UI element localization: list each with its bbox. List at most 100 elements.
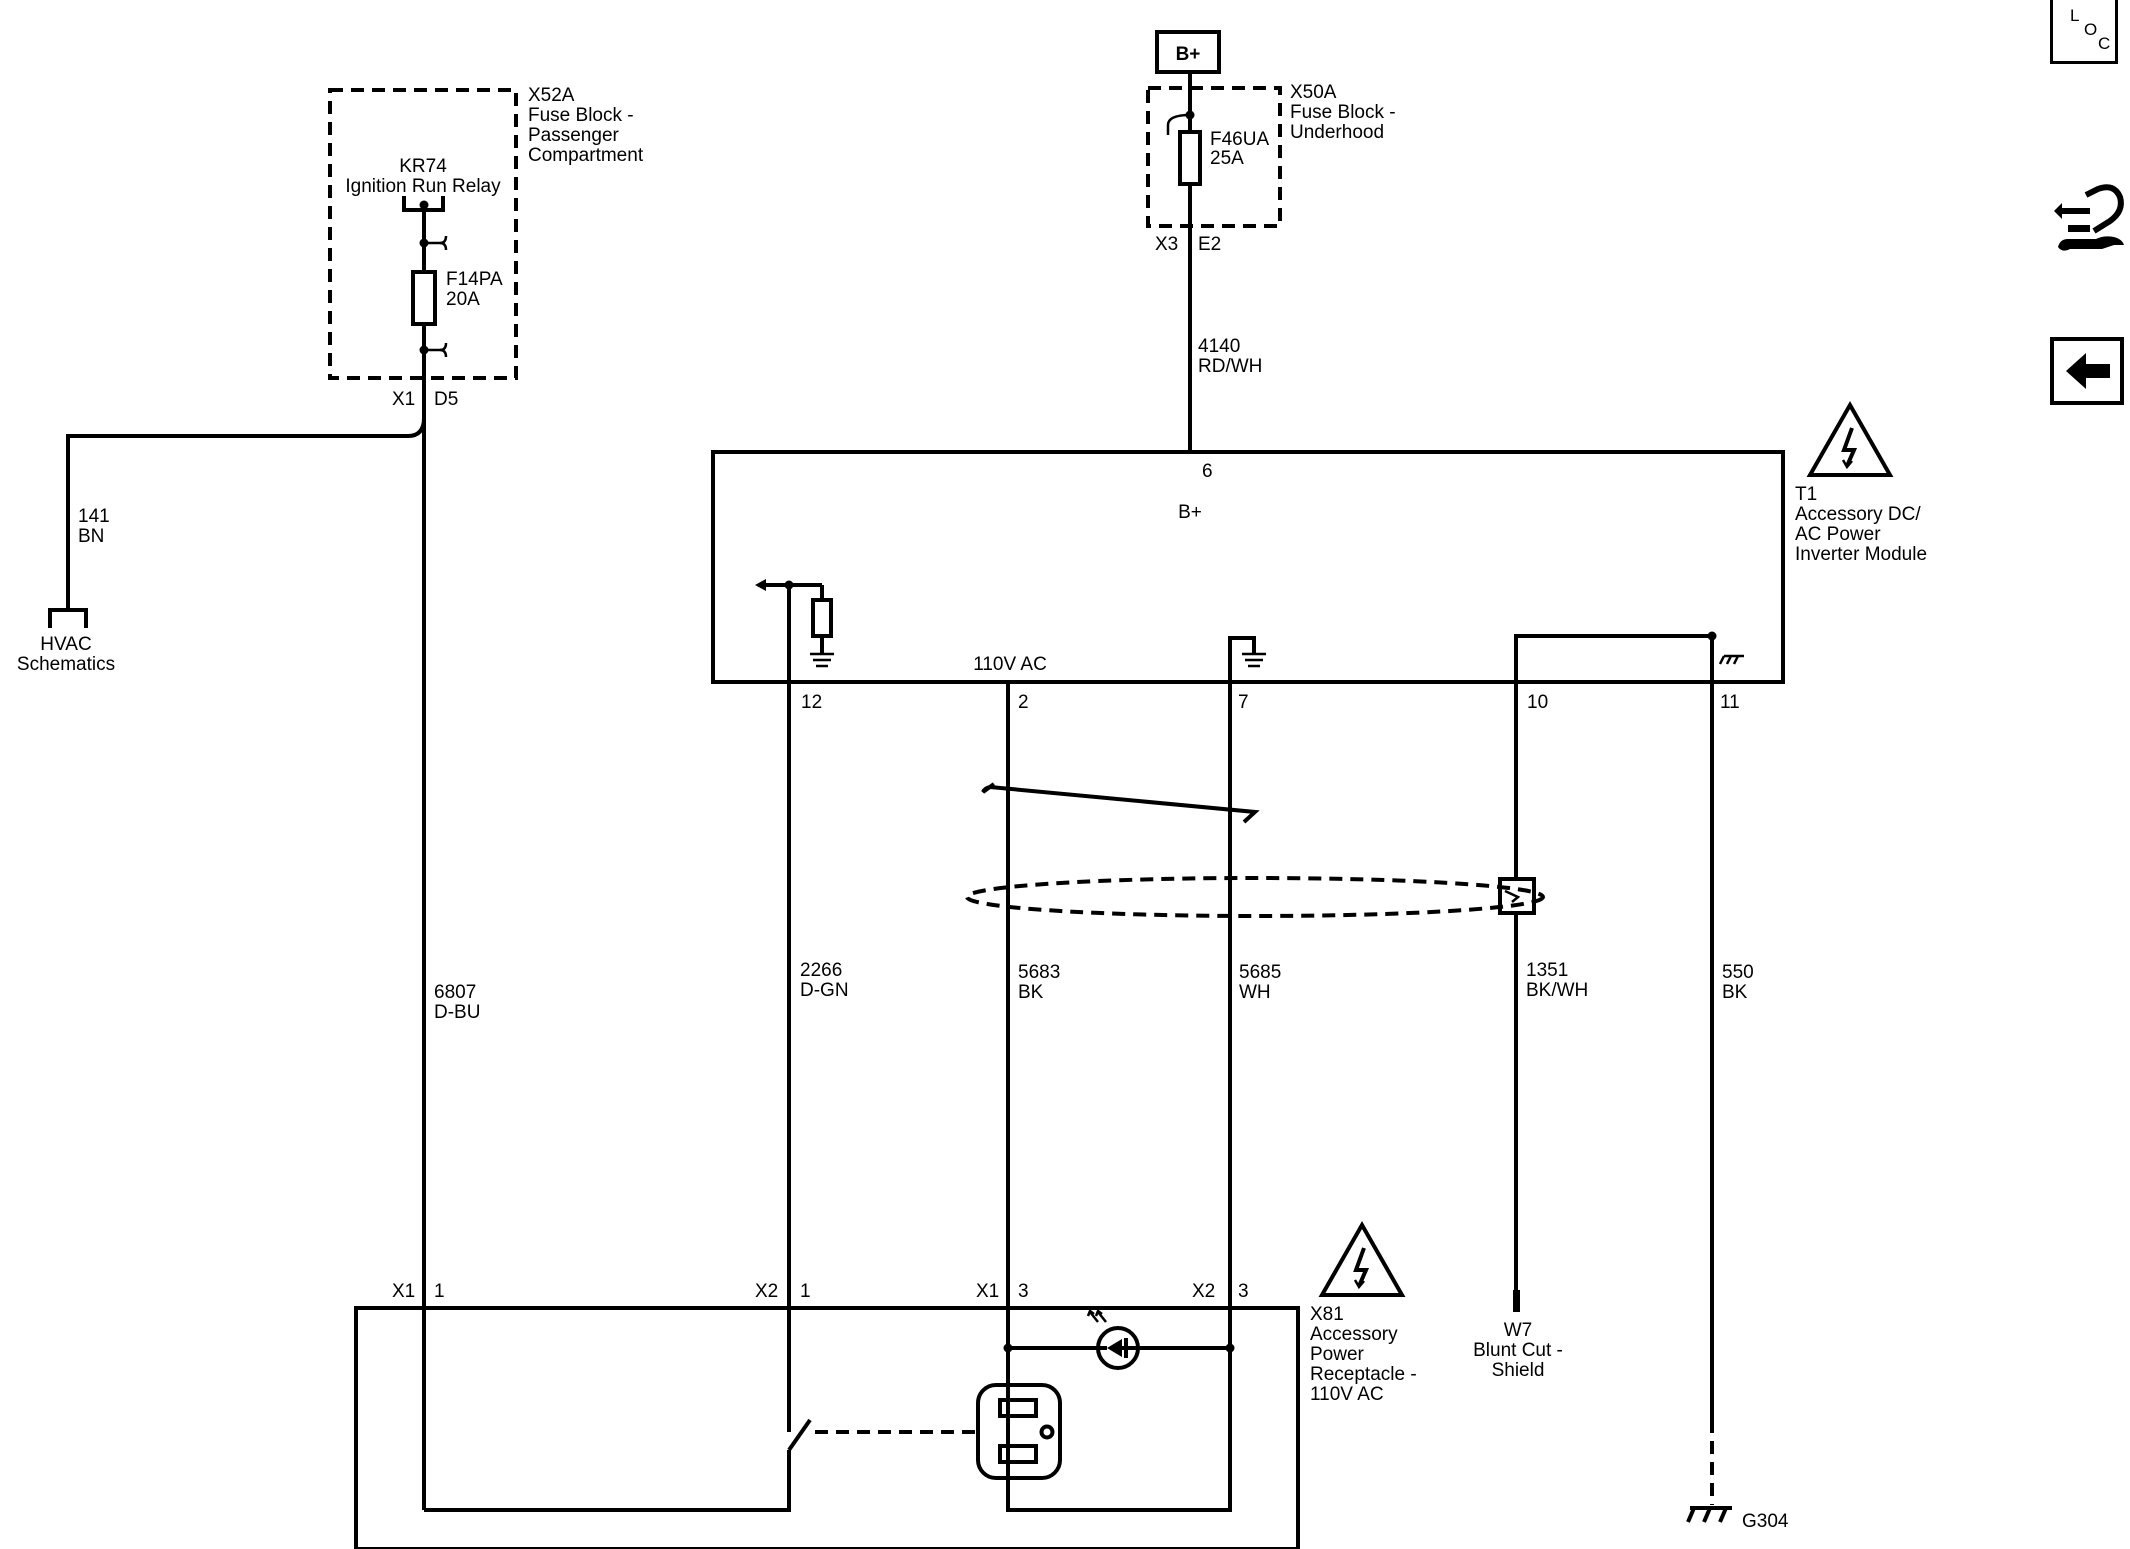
shield-label-1: Blunt Cut - [1473,1340,1563,1361]
inverter-pin-bplus: 6 [1202,461,1213,482]
wire-6807: 6807 D-BU [422,418,480,1510]
hvac-label-2: Schematics [17,654,115,675]
underhood-connector: X3 [1155,234,1178,255]
passenger-connector: X1 [392,389,415,410]
ac-outlet-icon [976,1383,1062,1480]
inverter-name-2: AC Power [1795,524,1881,545]
location-letter-o: O [2084,20,2098,39]
wire-141 [66,378,426,610]
signal-arrow-icon [755,579,766,591]
wire-1351-circuit: 1351 [1526,960,1568,981]
receptacle-conn-1: X1 [392,1281,415,1302]
ground-icon [810,652,834,668]
receptacle-name-2: Power [1310,1344,1365,1365]
underhood-pin: E2 [1198,234,1221,255]
hvac-label-1: HVAC [40,634,91,655]
receptacle-conn-4-pin: 3 [1238,1281,1249,1302]
wire-2266: 2266 D-GN [787,585,849,1418]
fuse-block-underhood-id: X50A [1290,82,1337,103]
back-button[interactable] [2050,337,2124,405]
inverter-module: 6 B+ 110V AC T1 Accessory DC/ AC Power I… [711,400,1927,713]
fuse-block-underhood-name-1: Fuse Block - [1290,102,1396,123]
interlock-switch [787,1418,812,1452]
wire-2266-color: D-GN [800,980,849,1001]
tools-button[interactable] [2050,175,2130,265]
relay-kr74-name: Ignition Run Relay [345,176,501,197]
pullup-resistor [811,598,833,638]
wire-4140: 4140 RD/WH [1188,226,1262,452]
fuse-block-underhood-outline [1146,86,1282,228]
fuse-block-passenger-name-3: Compartment [528,145,644,166]
receptacle-conn-1-pin: 1 [434,1281,445,1302]
wire-6807-circuit: 6807 [434,982,476,1003]
wire-550: 550 BK G304 [1686,636,1789,1532]
inverter-pin-11: 11 [1720,692,1740,713]
wire-5685-circuit: 5685 [1239,962,1281,983]
fuse-f46ua-id: F46UA [1210,129,1269,150]
receptacle-conn-3-pin: 3 [1018,1281,1029,1302]
fuse-block-underhood: F46UA 25A X50A Fuse Block - Underhood X3… [1146,72,1396,255]
receptacle-conn-3: X1 [976,1281,999,1302]
location-button[interactable]: L O C [2050,0,2118,64]
battery-source: B+ [1155,30,1221,74]
ground-icon [1242,652,1266,668]
inverter-outline [711,450,1785,684]
chassis-ground-icon [1718,654,1744,665]
wire-550-color: BK [1722,982,1748,1003]
fuse-block-passenger-id: X52A [528,85,575,106]
fuse-block-passenger: X52A Fuse Block - Passenger Compartment … [328,85,644,410]
fuse-block-passenger-name-1: Fuse Block - [528,105,634,126]
inverter-pin-12: 12 [801,692,822,713]
relay-kr74-id: KR74 [399,156,447,177]
twisted-pair-marker [981,782,1260,824]
location-letter-l: L [2070,6,2080,25]
inverter-bplus-label: B+ [1178,502,1202,523]
fuse-block-passenger-name-2: Passenger [528,125,620,146]
hvac-branch: 141 BN HVAC Schematics [17,378,426,675]
wire-6807-color: D-BU [434,1002,480,1023]
inverter-pin-2: 2 [1018,692,1029,713]
receptacle-name-4: 110V AC [1310,1384,1384,1405]
wire-4140-circuit: 4140 [1198,336,1240,357]
fuse-f46ua-rating: 25A [1210,148,1244,169]
shield-id: W7 [1504,1320,1533,1341]
arrow-left-icon [2066,353,2110,389]
fuse-f14pa-id: F14PA [446,269,503,290]
chassis-ground-icon [1686,1506,1732,1523]
cable-shield [965,876,1545,918]
fuse-f14pa-rating: 20A [446,289,480,310]
inverter-pin-7: 7 [1238,692,1249,713]
fuse-f14pa [411,270,437,326]
location-letter-c: C [2098,34,2111,53]
wire-550-circuit: 550 [1722,962,1754,983]
inverter-ac-label: 110V AC [973,654,1047,675]
fuse-tap-symbol [1166,113,1191,135]
wire-141-circuit: 141 [78,506,110,527]
receptacle-conn-2-pin: 1 [800,1281,811,1302]
receptacle-outline [354,1306,1300,1549]
receptacle-conn-2: X2 [755,1281,778,1302]
wire-141-color: BN [78,526,104,547]
wire-5683-color: BK [1018,982,1044,1003]
indicator-led-icon [1086,1309,1140,1370]
receptacle-id: X81 [1310,1304,1344,1325]
receptacle-name-3: Receptacle - [1310,1364,1417,1385]
blunt-cut-end [1513,1290,1520,1312]
wire-5685-color: WH [1239,982,1271,1003]
battery-label: B+ [1176,44,1201,65]
receptacle-name-1: Accessory [1310,1324,1398,1345]
shield-label-2: Shield [1492,1360,1545,1381]
high-voltage-warning-icon [1806,400,1894,477]
wire-4140-color: RD/WH [1198,356,1262,377]
hvac-reference-symbol [48,608,88,628]
inverter-id: T1 [1795,484,1817,505]
wire-1351-color: BK/WH [1526,980,1588,1001]
wire-1351: 1351 BK/WH W7 Blunt Cut - Shield [1473,682,1588,1381]
inverter-pin-10: 10 [1527,692,1548,713]
passenger-pin: D5 [434,389,458,410]
high-voltage-warning-icon [1318,1220,1406,1297]
fuse-f46ua [1178,130,1202,186]
wire-5683-circuit: 5683 [1018,962,1060,983]
shield-outline [965,876,1545,918]
